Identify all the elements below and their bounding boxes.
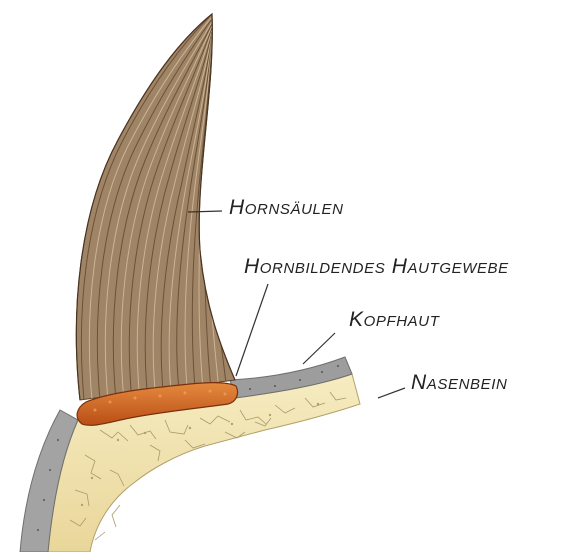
label-kopfhaut: Kopfhaut — [349, 308, 441, 331]
label-hornsaeulen: Hornsäulen — [229, 196, 344, 219]
leader-line-kopfhaut — [303, 333, 335, 364]
leader-line-nasenbein — [378, 388, 405, 398]
leader-line-hornbildendes-hautgewebe — [236, 284, 268, 376]
label-hornbildendes-hautgewebe: Hornbildendes Hautgewebe — [244, 255, 509, 278]
label-nasenbein: Nasenbein — [411, 371, 507, 394]
